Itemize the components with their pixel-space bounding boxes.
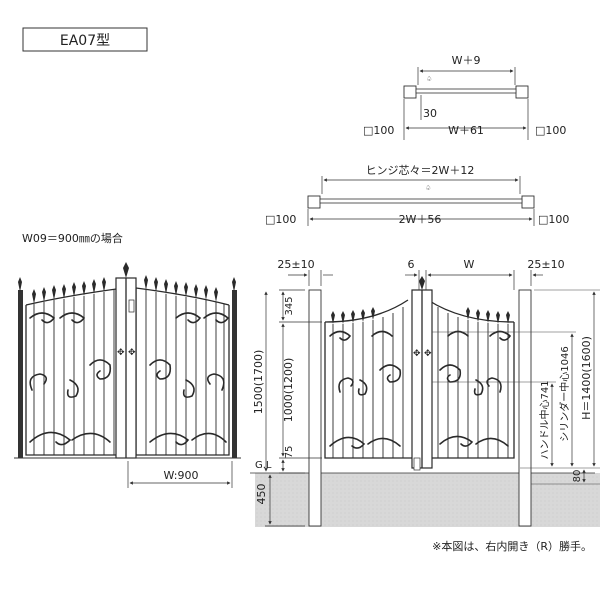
post-size-right: □100 bbox=[535, 124, 566, 137]
svg-text:✥: ✥ bbox=[117, 348, 125, 358]
hinge-center-label: ヒンジ芯々＝2W＋12 bbox=[366, 163, 475, 177]
elevation-view: ✥ ✥ bbox=[250, 258, 600, 527]
post-size-left: □100 bbox=[363, 124, 394, 137]
elevation-post-right bbox=[518, 289, 532, 527]
dim-body-label: 1000(1200) bbox=[282, 358, 295, 423]
svg-text:✥: ✥ bbox=[128, 348, 136, 358]
double-plan-view: ヒンジ芯々＝2W＋12 ♤ 2W＋56 □100 □100 bbox=[265, 163, 569, 226]
dplan-post-left bbox=[307, 195, 321, 209]
dplan-post-size-right: □100 bbox=[538, 213, 569, 226]
dim-450-label: 450 bbox=[255, 484, 268, 505]
clearance-left-label: 25±10 bbox=[277, 258, 314, 271]
example-title: W09＝900㎜の場合 bbox=[22, 231, 123, 245]
top-width-label: W＋9 bbox=[452, 54, 481, 67]
dim-75-label: 75 bbox=[284, 446, 295, 459]
svg-text:✥: ✥ bbox=[413, 349, 421, 359]
dim-345-label: 345 bbox=[284, 296, 295, 315]
clearance-right-label: 25±10 bbox=[527, 258, 564, 271]
plan-gate-leaf bbox=[415, 88, 517, 94]
svg-text:✥: ✥ bbox=[424, 349, 432, 359]
dplan-inner-label: 2W＋56 bbox=[399, 213, 442, 226]
elevation-post-left bbox=[308, 289, 322, 527]
gap-label: 6 bbox=[408, 258, 415, 271]
w-label: W bbox=[464, 258, 475, 271]
dim-80-label: 80 bbox=[572, 470, 583, 483]
offset-label: 30 bbox=[423, 107, 437, 120]
model-label: EA07型 bbox=[60, 33, 110, 49]
dplan-post-size-left: □100 bbox=[265, 213, 296, 226]
handedness-note: ※本図は、右内開き（R）勝手。 bbox=[432, 539, 592, 553]
example-width-dimension: W:900 bbox=[127, 461, 233, 488]
plan-post-left bbox=[403, 85, 417, 99]
ground-soil bbox=[255, 473, 600, 527]
height-label: H＝1400(1600) bbox=[580, 336, 593, 420]
plan-post-right bbox=[515, 85, 529, 99]
model-label-box: EA07型 bbox=[22, 27, 148, 52]
example-width-label: W:900 bbox=[164, 469, 199, 482]
example-gate-image: ✥ ✥ bbox=[14, 262, 241, 459]
gl-label: G.L bbox=[255, 460, 272, 471]
cylinder-center-label: シリンダー中心1046 bbox=[558, 346, 571, 441]
handle-center-label: ハンドル中心741 bbox=[538, 380, 551, 459]
dplan-gate-leaves bbox=[319, 198, 523, 204]
top-plan-view: W＋9 ♤ 30 W＋61 □100 □100 bbox=[363, 54, 566, 140]
hinge-mark-icon: ♤ bbox=[426, 75, 432, 83]
center-mark-icon: ♤ bbox=[425, 184, 431, 192]
dplan-post-right bbox=[521, 195, 535, 209]
dim-total-label: 1500(1700) bbox=[252, 350, 265, 415]
inner-width-label: W＋61 bbox=[448, 124, 484, 137]
